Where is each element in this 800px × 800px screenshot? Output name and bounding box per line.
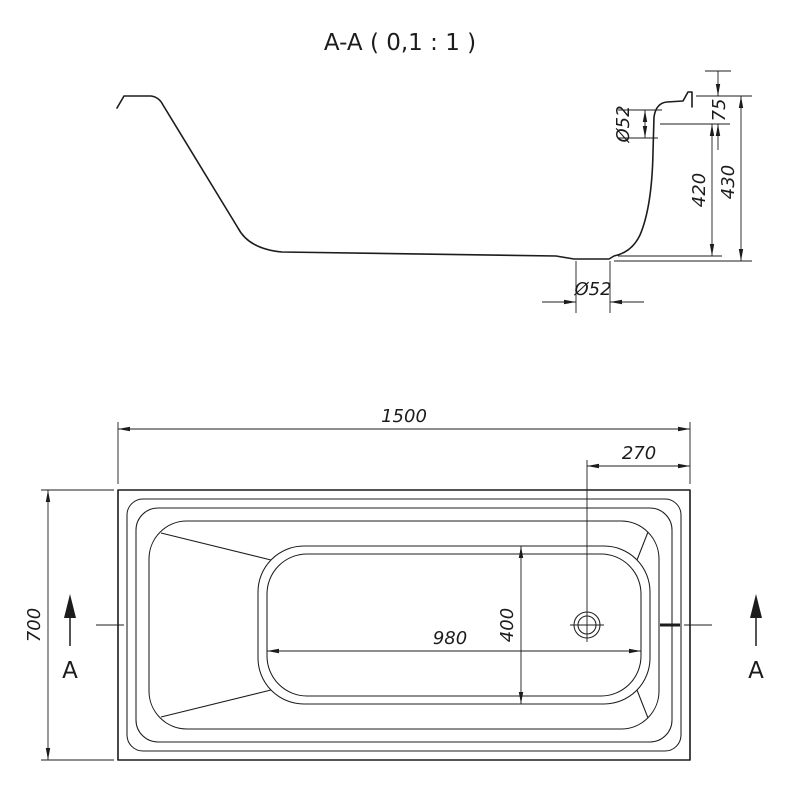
- corner-line-bottom-right: [636, 689, 649, 719]
- rim-to-overflow-label: 75: [709, 99, 730, 122]
- tub-outer-edge: [117, 489, 691, 761]
- dim-270: 270: [587, 443, 690, 469]
- plan-view: 1500 270 700 980 400 A: [24, 406, 764, 761]
- drain-plan: [570, 460, 604, 642]
- corner-line-bottom-left: [160, 689, 272, 718]
- drain-diameter-label: Ø52: [573, 279, 611, 300]
- section-title: A-A ( 0,1 : 1 ): [324, 30, 476, 56]
- overflow-dimension: Ø52: [613, 105, 662, 144]
- section-arrow-right-head: [750, 594, 762, 618]
- overall-width-label: 700: [24, 608, 45, 642]
- drain-offset-label: 270: [622, 443, 656, 464]
- inner-depth-label: 420: [689, 173, 710, 207]
- corner-line-top-left: [160, 532, 272, 561]
- total-height-label: 430: [718, 165, 739, 199]
- bowl-bottom-outer-contour: [257, 545, 651, 705]
- bottom-length-label: 980: [433, 628, 467, 649]
- section-arrow-left-head: [64, 594, 76, 618]
- section-view: A-A ( 0,1 : 1 ) Ø52 75 420: [116, 30, 752, 313]
- dim-700: 700: [24, 489, 114, 761]
- height-dimensions: 75 420 430: [614, 70, 752, 262]
- drain-dimension-section: Ø52: [542, 261, 644, 313]
- dim-980: 980: [267, 628, 641, 654]
- overflow-diameter-label: Ø52: [613, 105, 634, 143]
- section-letter-right: A: [748, 658, 764, 684]
- rim-contour-1: [126, 498, 682, 752]
- section-letter-left: A: [62, 658, 78, 684]
- section-marker-left: A: [62, 594, 78, 684]
- section-marker-right: A: [748, 594, 764, 684]
- bottom-width-label: 400: [497, 608, 518, 642]
- corner-transition-lines: [160, 531, 649, 719]
- overall-length-label: 1500: [381, 406, 427, 427]
- corner-line-top-right: [636, 531, 649, 561]
- dim-1500: 1500: [117, 406, 691, 484]
- tub-section-profile: [116, 91, 693, 260]
- dim-400: 400: [497, 546, 524, 704]
- bowl-top-contour: [148, 520, 660, 730]
- bowl-bottom-inner-contour: [266, 553, 642, 697]
